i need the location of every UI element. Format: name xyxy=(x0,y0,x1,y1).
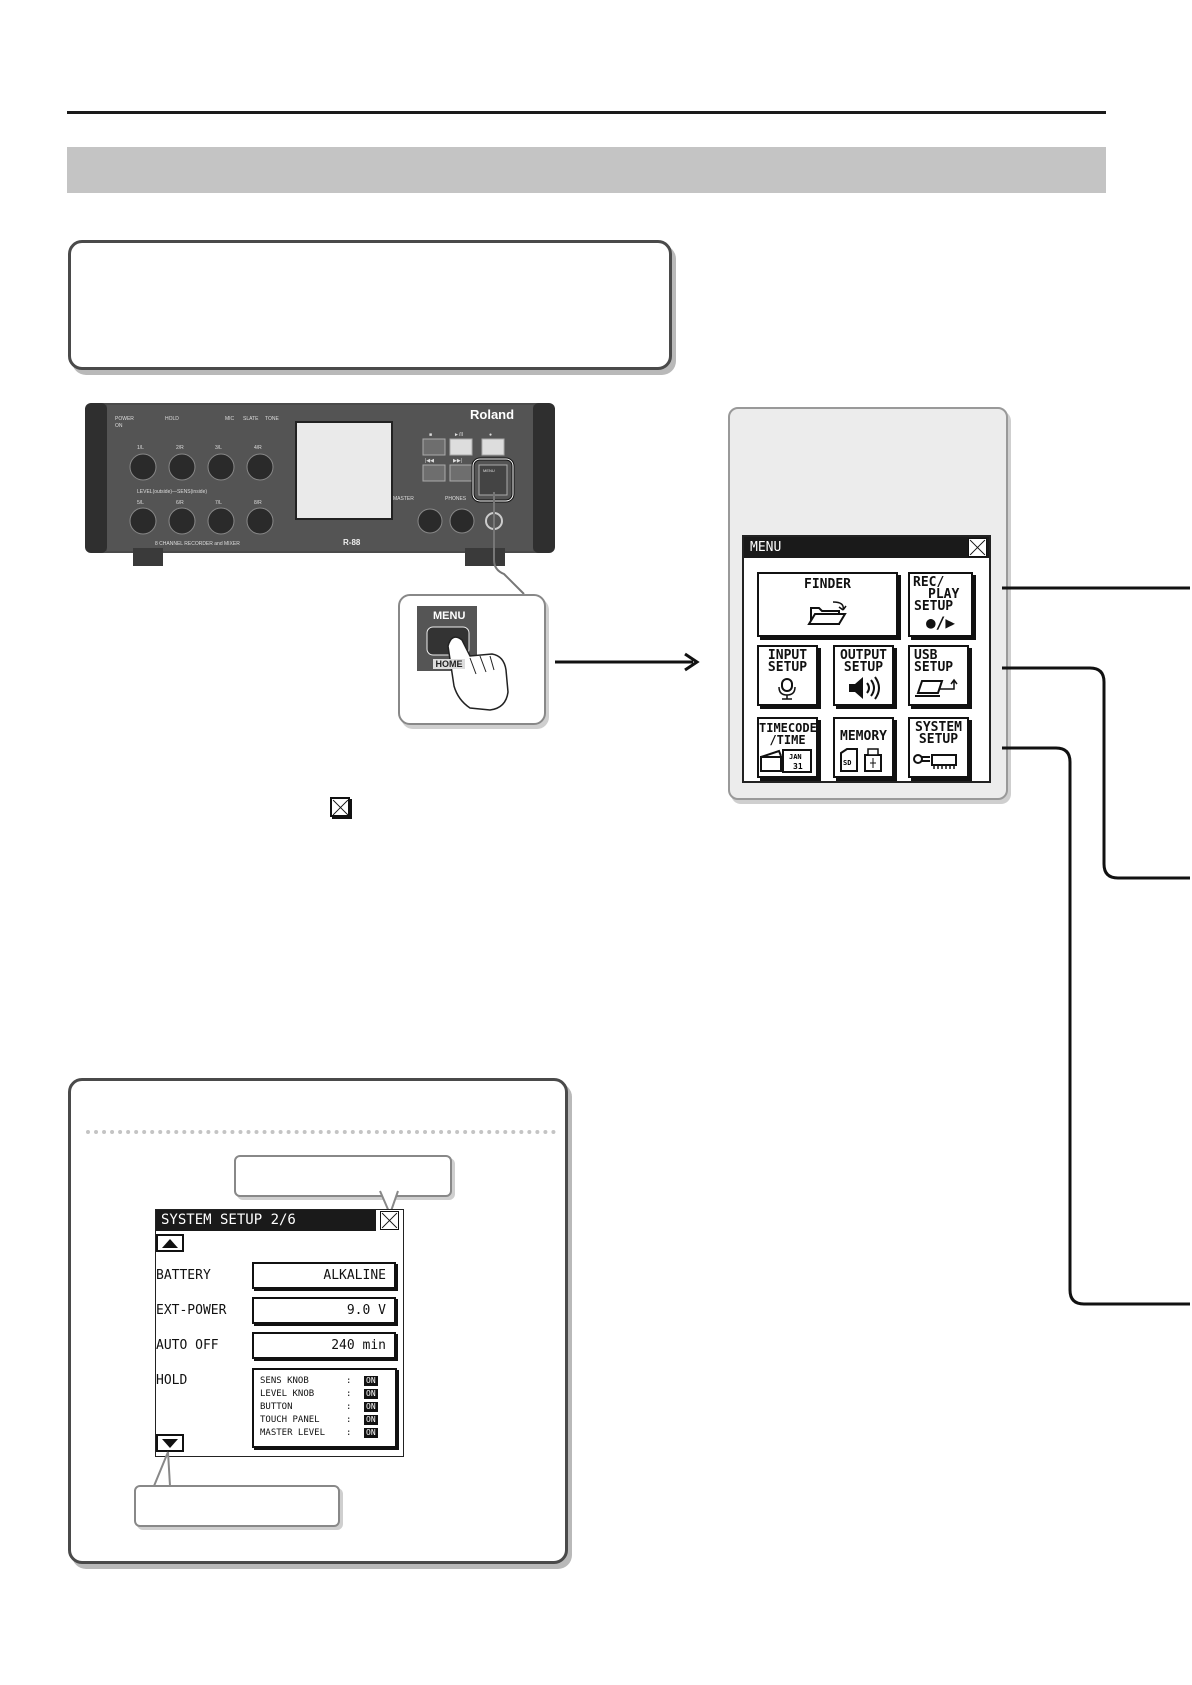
svg-text:PHONES: PHONES xyxy=(445,496,467,502)
folder-icon xyxy=(807,601,847,625)
svg-text:■: ■ xyxy=(429,432,432,438)
menu-tile-usb-setup[interactable]: USB SETUP xyxy=(908,645,969,706)
section-heading-band xyxy=(67,147,1106,193)
wrench-board-icon xyxy=(913,754,957,769)
menu-tile-output-setup[interactable]: OUTPUT SETUP xyxy=(833,645,894,706)
zoom-leader-line xyxy=(493,492,525,595)
svg-text:3/L: 3/L xyxy=(215,445,222,451)
close-icon[interactable] xyxy=(380,1211,399,1230)
microphone-icon xyxy=(778,678,796,700)
hold-sens-knob: SENS KNOB:ON xyxy=(260,1376,378,1386)
svg-text:R-88: R-88 xyxy=(343,538,361,547)
menu-connector-lines xyxy=(1002,586,1190,1306)
close-icon[interactable] xyxy=(968,538,987,557)
rec-play-icon: ●/▶ xyxy=(926,613,955,632)
on-badge: ON xyxy=(364,1389,378,1399)
menu-tile-memory[interactable]: MEMORY SD xyxy=(833,717,894,778)
svg-text:MASTER: MASTER xyxy=(393,496,414,502)
battery-value[interactable]: ALKALINE xyxy=(252,1262,396,1289)
svg-text:4/R: 4/R xyxy=(254,445,262,451)
speaker-icon xyxy=(849,676,880,700)
step-callout xyxy=(68,240,672,370)
svg-text:7/L: 7/L xyxy=(215,500,222,506)
menu-tile-system-setup[interactable]: SYSTEM SETUP xyxy=(908,717,969,778)
battery-label: BATTERY xyxy=(156,1268,211,1283)
svg-text:TONE: TONE xyxy=(265,416,279,422)
arrow-right-icon xyxy=(555,652,700,672)
header-rule xyxy=(67,111,1106,114)
hold-button: BUTTON:ON xyxy=(260,1402,378,1412)
svg-text:HOLD: HOLD xyxy=(165,416,179,422)
menu-tile-input-setup[interactable]: INPUT SETUP xyxy=(757,645,818,706)
bubble-pointer xyxy=(153,1451,171,1487)
close-button-bubble xyxy=(234,1155,452,1197)
menu-title-bar: MENU xyxy=(744,537,989,558)
menu-button-label: MENU xyxy=(433,610,466,622)
svg-text:|◀◀: |◀◀ xyxy=(425,458,434,464)
svg-text:MENU: MENU xyxy=(483,468,495,473)
svg-text:POWER: POWER xyxy=(115,416,134,422)
menu-title: MENU xyxy=(750,540,782,555)
hold-touch-panel: TOUCH PANEL:ON xyxy=(260,1415,378,1425)
on-badge: ON xyxy=(364,1415,378,1425)
svg-text:MIC: MIC xyxy=(225,416,235,422)
scroll-up-icon[interactable] xyxy=(156,1234,186,1254)
hold-master-level: MASTER LEVEL:ON xyxy=(260,1428,378,1438)
menu-tile-rec-play-setup[interactable]: REC/ PLAY SETUP ●/▶ xyxy=(908,572,973,637)
menu-button-zoom-callout xyxy=(398,594,546,725)
scroll-button-bubble xyxy=(134,1485,340,1527)
auto-off-value[interactable]: 240 min xyxy=(252,1332,396,1359)
svg-text:1/L: 1/L xyxy=(137,445,144,451)
recorder-device-illustration: Roland POWER HOLD MIC SLATE TONE LEVEL(o… xyxy=(85,403,555,566)
clapper-calendar-icon: JAN 31 xyxy=(760,749,812,773)
svg-text:▶▶|: ▶▶| xyxy=(453,458,462,464)
ext-power-label: EXT-POWER xyxy=(156,1303,227,1318)
svg-text:LEVEL(outside)—SENS(inside): LEVEL(outside)—SENS(inside) xyxy=(137,489,207,495)
on-badge: ON xyxy=(364,1428,378,1438)
svg-text:►/II: ►/II xyxy=(454,432,463,438)
hand-pressing-menu-illustration xyxy=(417,606,509,711)
svg-text:6/R: 6/R xyxy=(176,500,184,506)
dotted-separator xyxy=(86,1130,556,1134)
svg-text:SD: SD xyxy=(843,759,851,767)
svg-text:2/R: 2/R xyxy=(176,445,184,451)
auto-off-label: AUTO OFF xyxy=(156,1338,219,1353)
svg-text:8 CHANNEL RECORDER and MIXER: 8 CHANNEL RECORDER and MIXER xyxy=(155,541,240,547)
hold-settings-box[interactable]: SENS KNOB:ON LEVEL KNOB:ON BUTTON:ON TOU… xyxy=(252,1368,397,1448)
svg-text:●: ● xyxy=(489,432,492,438)
svg-text:ON: ON xyxy=(115,423,123,429)
brand-logo: Roland xyxy=(470,407,514,422)
ext-power-value[interactable]: 9.0 V xyxy=(252,1297,396,1324)
system-setup-title-bar: SYSTEM SETUP 2/6 xyxy=(156,1210,376,1231)
scroll-down-icon[interactable] xyxy=(156,1434,186,1454)
svg-text:SLATE: SLATE xyxy=(243,416,259,422)
close-icon-inline xyxy=(330,797,350,817)
hold-level-knob: LEVEL KNOB:ON xyxy=(260,1389,378,1399)
laptop-icon xyxy=(915,678,958,697)
menu-tile-timecode-time[interactable]: TIMECODE /TIME JAN 31 xyxy=(757,717,818,778)
menu-screen: MENU FINDER REC/ PLAY SETUP ●/▶ INPUT SE… xyxy=(742,535,991,783)
svg-text:JAN: JAN xyxy=(789,753,802,761)
svg-text:5/L: 5/L xyxy=(137,500,144,506)
home-button-label: HOME xyxy=(433,659,465,669)
on-badge: ON xyxy=(364,1402,378,1412)
system-setup-title: SYSTEM SETUP 2/6 xyxy=(161,1212,296,1228)
svg-text:31: 31 xyxy=(793,762,803,771)
sd-usb-icon: SD xyxy=(840,748,882,772)
svg-text:8/R: 8/R xyxy=(254,500,262,506)
hold-label: HOLD xyxy=(156,1373,188,1388)
menu-tile-finder[interactable]: FINDER xyxy=(757,572,898,637)
system-setup-screen: SYSTEM SETUP 2/6 BATTERY ALKALINE EXT-PO… xyxy=(155,1209,404,1457)
on-badge: ON xyxy=(364,1376,378,1386)
